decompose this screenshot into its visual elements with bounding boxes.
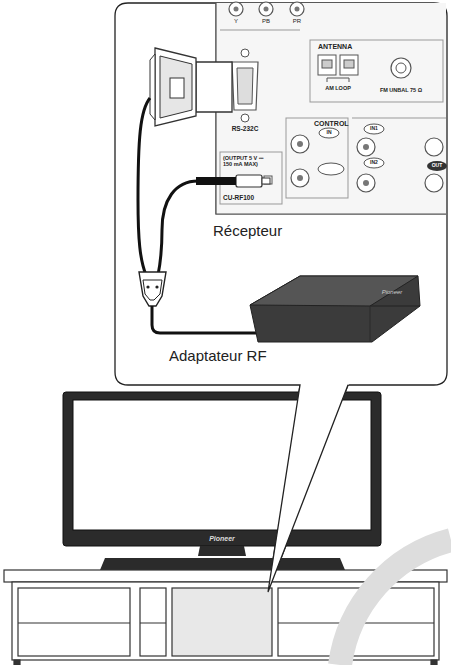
callout-pointer bbox=[268, 385, 348, 592]
section-label: CONTROL bbox=[314, 120, 349, 127]
jack-label: IN1 bbox=[370, 126, 378, 131]
rs232-plug bbox=[138, 48, 232, 275]
corner-decoration bbox=[340, 540, 451, 665]
part-name: Récepteur bbox=[213, 223, 282, 239]
terminal-label: FM UNBAL 75 Ω bbox=[380, 88, 422, 94]
brand-logo: Pioneer bbox=[209, 535, 235, 542]
brand-logo: Pioneer bbox=[382, 289, 403, 295]
rf-adapter bbox=[250, 276, 420, 342]
receiver-panel bbox=[216, 2, 447, 214]
jack-label: OUT bbox=[325, 166, 338, 172]
port-label: CU-RF100 bbox=[223, 195, 254, 202]
section-label: ANTENNA bbox=[318, 43, 352, 50]
terminal-label: AM LOOP bbox=[325, 86, 351, 92]
cable-splitter bbox=[139, 272, 265, 333]
jack-label: IN bbox=[327, 130, 332, 135]
pointer-join bbox=[301, 382, 349, 385]
port-label: RS-232C bbox=[232, 126, 259, 133]
jack-label: PB bbox=[262, 18, 270, 24]
jack-label: PR bbox=[293, 18, 301, 24]
output-rating: (OUTPUT 5 V ⎓ 150 mA MAX) bbox=[223, 156, 267, 168]
jack-label: OUT bbox=[432, 163, 443, 168]
jack-label: Y bbox=[234, 18, 238, 24]
jack-label: IN2 bbox=[370, 160, 378, 165]
part-name: Adaptateur RF bbox=[169, 348, 267, 364]
